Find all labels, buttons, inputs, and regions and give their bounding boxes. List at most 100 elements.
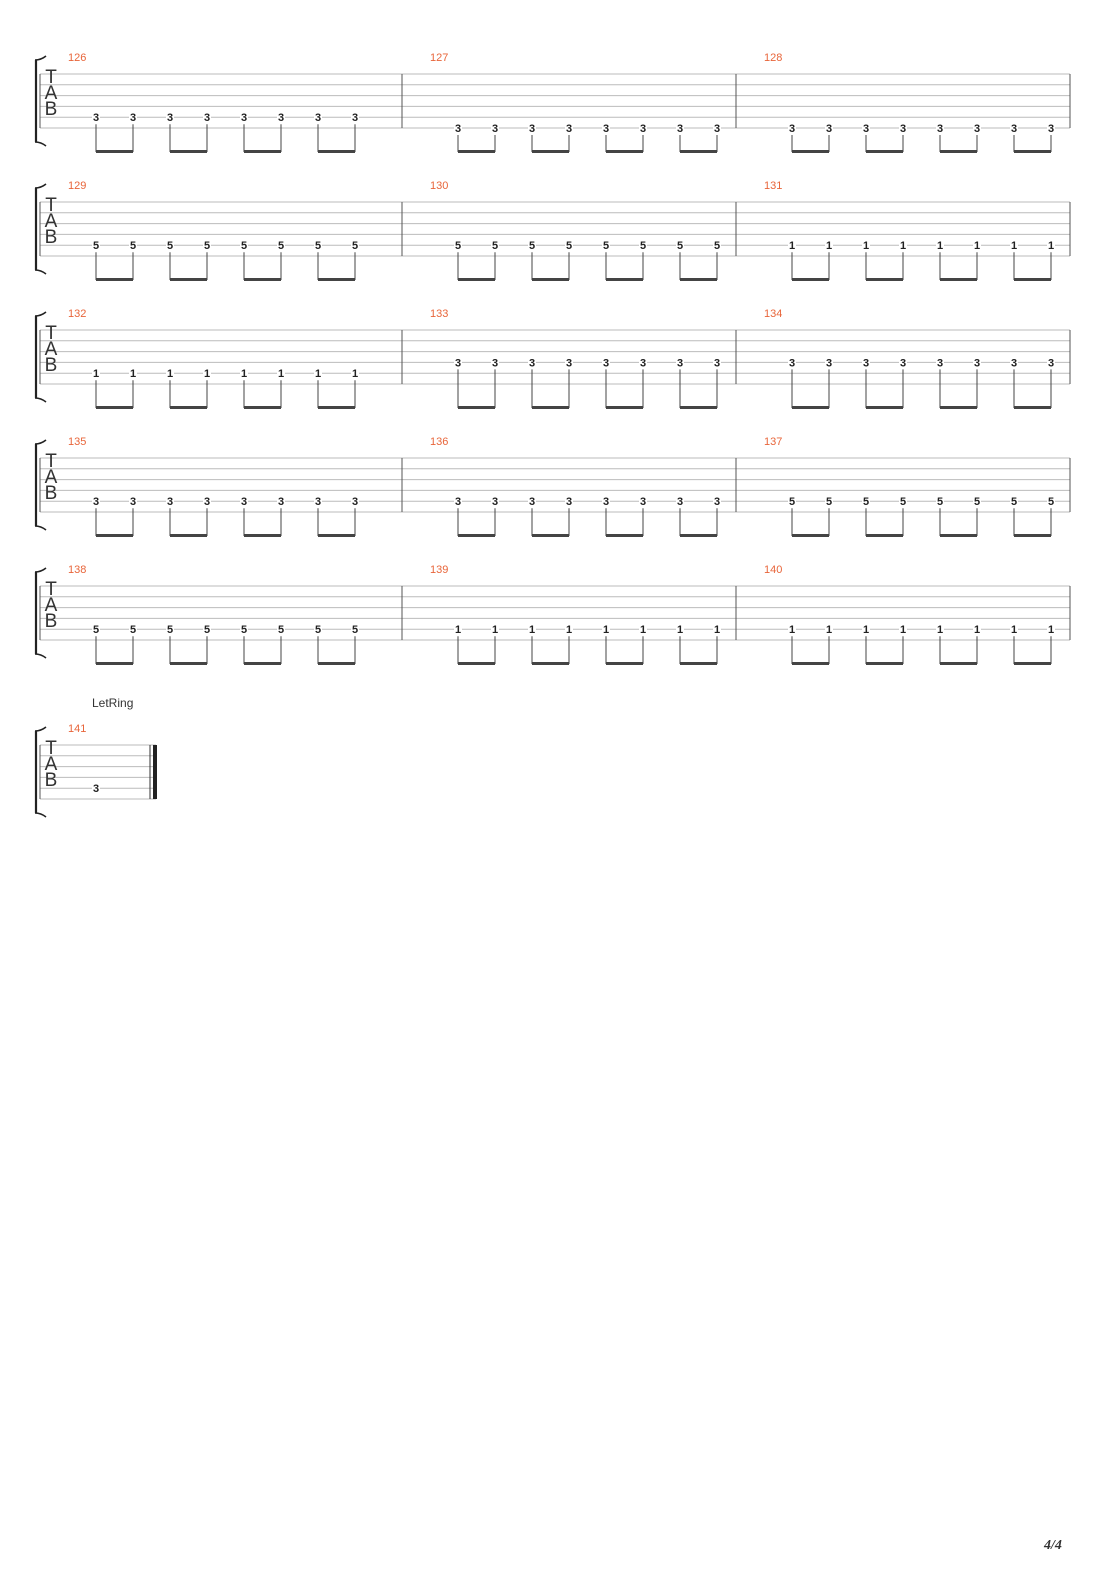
fret-number: 5 (937, 496, 943, 508)
fret-background (166, 495, 174, 508)
fret-background (639, 495, 647, 508)
beam (318, 534, 355, 537)
fret-background (351, 623, 359, 636)
fret-number: 3 (278, 496, 284, 508)
beam (532, 150, 569, 153)
beam (318, 406, 355, 409)
fret-background (277, 111, 285, 124)
fret-number: 1 (315, 368, 321, 380)
tab-clef-letter: T (45, 738, 57, 759)
beam (244, 534, 281, 537)
beam (244, 278, 281, 281)
fret-background (454, 122, 462, 134)
measure-number: 128 (764, 52, 782, 64)
tab-clef-letter: A (45, 754, 58, 775)
fret-background (1047, 623, 1055, 636)
fret-background (973, 495, 981, 508)
fret-background (528, 239, 536, 252)
fret-number: 3 (492, 123, 498, 135)
fret-background (528, 356, 536, 369)
fret-background (713, 356, 721, 369)
fret-background (1010, 122, 1018, 134)
fret-background (602, 623, 610, 636)
fret-number: 1 (863, 240, 869, 252)
beam (170, 406, 207, 409)
fret-number: 1 (130, 368, 136, 380)
beam (680, 150, 717, 153)
fret-number: 3 (677, 496, 683, 508)
bracket-top-hook (34, 311, 47, 317)
fret-background (314, 239, 322, 252)
fret-number: 3 (937, 123, 943, 135)
fret-background (314, 367, 322, 380)
fret-background (639, 239, 647, 252)
fret-number: 1 (455, 624, 461, 636)
bracket-bottom-hook (34, 397, 47, 403)
fret-number: 3 (204, 112, 210, 124)
bracket-top-hook (34, 439, 47, 445)
fret-background (788, 623, 796, 636)
fret-number: 1 (826, 240, 832, 252)
fret-number: 3 (974, 123, 980, 135)
fret-number: 5 (278, 240, 284, 252)
beam (1014, 406, 1051, 409)
measure-number: 136 (430, 436, 448, 448)
fret-background (277, 495, 285, 508)
measure-number: 126 (68, 52, 86, 64)
fret-number: 3 (455, 123, 461, 135)
fret-number: 3 (529, 496, 535, 508)
beam (792, 406, 829, 409)
beam (866, 150, 903, 153)
fret-background (92, 239, 100, 252)
fret-background (565, 623, 573, 636)
tab-clef-letter: A (45, 211, 58, 232)
fret-number: 1 (789, 240, 795, 252)
tab-clef-letter: A (45, 595, 58, 616)
fret-background (1010, 239, 1018, 252)
fret-background (92, 367, 100, 380)
fret-background (713, 623, 721, 636)
beam (318, 662, 355, 665)
fret-number: 3 (863, 357, 869, 369)
fret-number: 3 (900, 357, 906, 369)
fret-background (314, 495, 322, 508)
fret-number: 3 (603, 357, 609, 369)
measure-number: 132 (68, 308, 86, 320)
fret-background (277, 239, 285, 252)
fret-number: 5 (492, 240, 498, 252)
fret-background (314, 111, 322, 124)
fret-number: 5 (352, 240, 358, 252)
fret-number: 3 (352, 496, 358, 508)
fret-number: 1 (529, 624, 535, 636)
fret-background (973, 623, 981, 636)
fret-number: 5 (204, 240, 210, 252)
fret-number: 5 (352, 624, 358, 636)
beam (1014, 534, 1051, 537)
fret-number: 3 (640, 123, 646, 135)
tab-clef-letter: A (45, 83, 58, 104)
fret-number: 1 (241, 368, 247, 380)
fret-number: 1 (863, 624, 869, 636)
tab-clef-letter: B (45, 611, 58, 632)
bracket-bottom-hook (34, 812, 47, 818)
beam (680, 662, 717, 665)
fret-background (528, 495, 536, 508)
fret-background (825, 623, 833, 636)
fret-background (899, 122, 907, 134)
fret-background (973, 122, 981, 134)
fret-number: 1 (714, 624, 720, 636)
fret-number: 1 (352, 368, 358, 380)
fret-background (491, 239, 499, 252)
beam (606, 278, 643, 281)
fret-background (565, 495, 573, 508)
tab-clef-letter: B (45, 227, 58, 248)
fret-number: 5 (315, 624, 321, 636)
fret-number: 5 (93, 240, 99, 252)
fret-background (1047, 239, 1055, 252)
bracket-top-hook (34, 567, 47, 573)
fret-number: 5 (863, 496, 869, 508)
